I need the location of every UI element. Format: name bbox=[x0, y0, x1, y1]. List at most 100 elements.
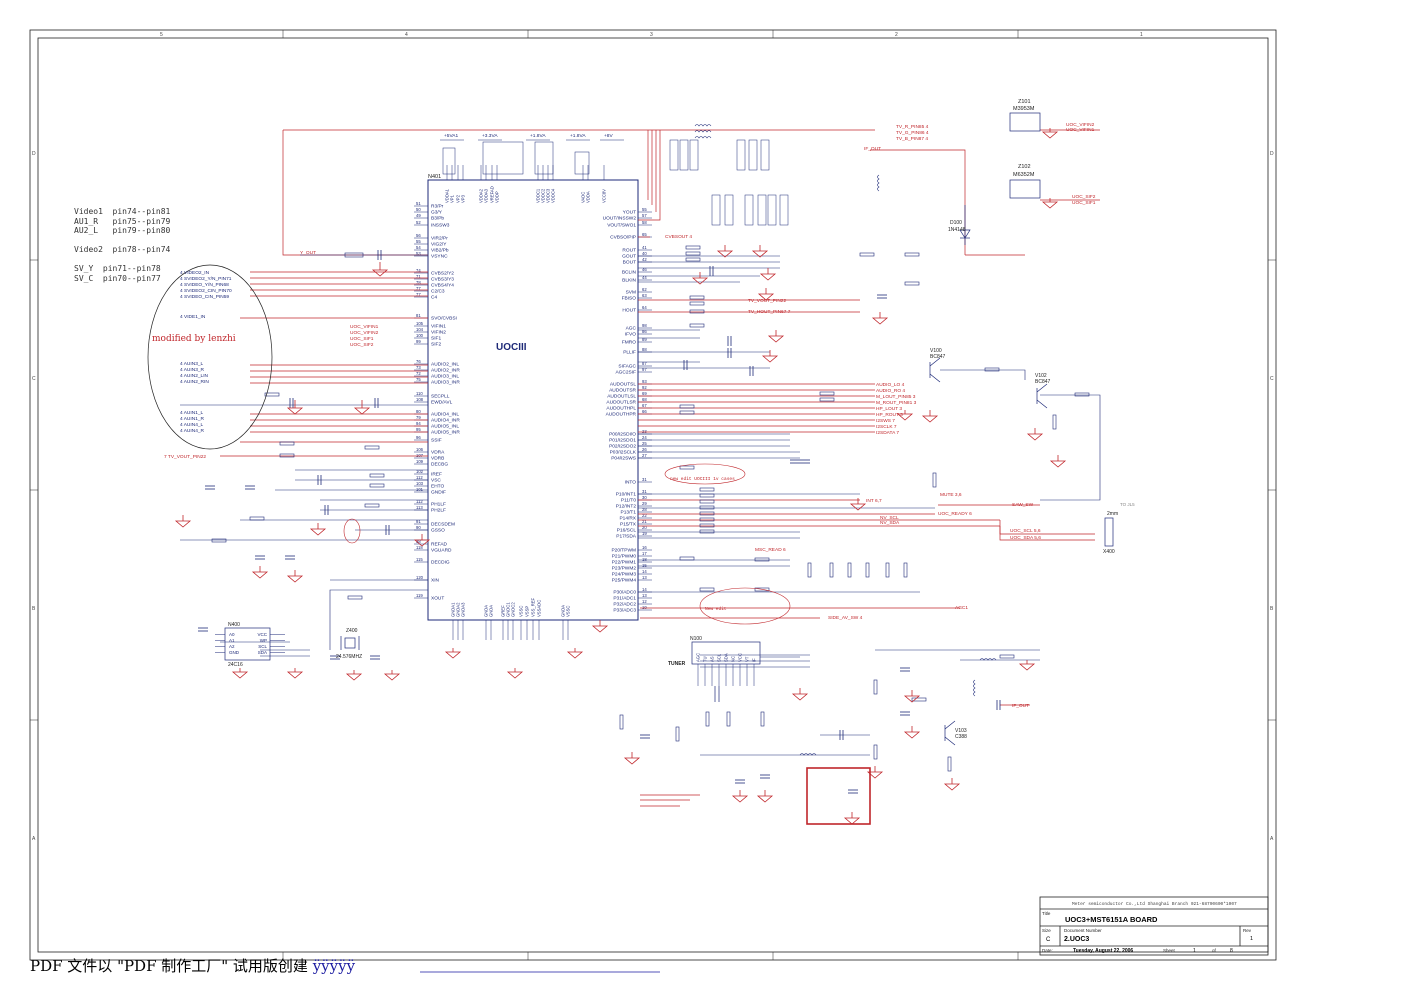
modified-note: modified by lenzhi bbox=[152, 334, 236, 344]
ic-pin-number: 88 bbox=[642, 347, 647, 352]
ic-pin-name: VDRB bbox=[431, 456, 444, 462]
size-value: C bbox=[1046, 937, 1051, 943]
svg-text:A: A bbox=[1270, 836, 1274, 842]
ic-pin-number: 77 bbox=[416, 292, 421, 297]
ic-pin-name: SVO/CVBSI bbox=[431, 316, 457, 322]
ic-pin-number: 26 bbox=[642, 447, 647, 452]
right-signal-label: MUTE 3,6 bbox=[940, 492, 962, 498]
note-line: Video2 pin78--pin74 bbox=[74, 245, 171, 254]
ic-pin-number: 90 bbox=[416, 525, 421, 530]
sheet-label: Sheet bbox=[1163, 948, 1176, 953]
ic-pin-name: AUDIO4_INL bbox=[431, 412, 459, 418]
note-line: SV_Y pin71--pin78 bbox=[74, 264, 161, 273]
power-rail-label: +3.3VA bbox=[482, 133, 498, 139]
svg-text:M6352M: M6352M bbox=[1013, 172, 1035, 178]
ic-pin-name: P15/TX bbox=[620, 522, 637, 528]
ic-pin-name: VP2 bbox=[456, 194, 461, 203]
ic-pin-number: 69 bbox=[642, 391, 647, 396]
ic-pin-number: 63 bbox=[642, 293, 647, 298]
right-signal-label: M_LOUT_PIN85 3 bbox=[876, 394, 916, 400]
ic-pin-number: 22 bbox=[642, 513, 647, 518]
highlight-box bbox=[806, 767, 871, 825]
crystal-z400: Z400 24.576MHZ bbox=[336, 628, 362, 660]
ic-pin-number: 62 bbox=[642, 287, 647, 292]
note-line: Video1 pin74--pin81 bbox=[74, 207, 171, 216]
ic-pin-name: GNDA bbox=[484, 605, 489, 617]
right-signal-label: IF_OUT bbox=[864, 146, 881, 152]
svg-text:Z102: Z102 bbox=[1018, 164, 1031, 170]
power-rail-label: +5VA1 bbox=[444, 133, 459, 139]
right-signal-label: SAW_SW bbox=[1012, 502, 1034, 508]
ic-pin-name: BCLIN bbox=[622, 270, 637, 276]
ic-pin-name: AGC2SIF bbox=[615, 370, 636, 376]
ic-pin-number: 13 bbox=[642, 575, 647, 580]
note-line: AU1_R pin75--pin79 bbox=[74, 216, 171, 226]
ic-pin-name: P11/T0 bbox=[621, 498, 636, 504]
red-signal-label: UOC_VIFIN1 bbox=[350, 324, 379, 330]
new-edit-note-2: New edit bbox=[705, 606, 727, 612]
ic-pin-name: P24/PWM3 bbox=[612, 572, 637, 578]
ic-pin-name: VP1 bbox=[450, 194, 455, 203]
svg-text:C: C bbox=[32, 376, 36, 382]
ic-pin-number: 106 bbox=[416, 447, 424, 452]
svg-text:1N4148: 1N4148 bbox=[948, 227, 966, 233]
red-signal-label: UOC_SIF1 bbox=[350, 336, 374, 342]
left-signal-label: 4 SVIDEO2_Y/N_PIN71 bbox=[180, 276, 232, 282]
ic-pin-number: 55 bbox=[642, 207, 647, 212]
note-line bbox=[74, 255, 170, 265]
ic-pin-number: 96 bbox=[416, 435, 421, 440]
ic-pin-number: 14 bbox=[642, 587, 647, 592]
annotation-ellipse-2 bbox=[699, 587, 791, 625]
ic-pin-name: AUDIO4_INR bbox=[431, 418, 460, 424]
svg-text:X400: X400 bbox=[1103, 549, 1115, 555]
ic-pin-number: 74 bbox=[416, 268, 421, 273]
eeprom-pin: VCC bbox=[257, 632, 267, 637]
ic-pin-name: CVBS3/Y3 bbox=[431, 277, 454, 283]
ic-pin-name: VSC bbox=[431, 478, 441, 484]
ic-pin-name: PH1LF bbox=[431, 502, 446, 508]
ic-pin-name: P21/PWM0 bbox=[612, 554, 637, 560]
ic-pin-name: P33/ADC3 bbox=[613, 608, 636, 614]
ic-pin-name: REFAD bbox=[431, 542, 448, 548]
date-label: Date: bbox=[1042, 948, 1053, 953]
rev-label: Rev bbox=[1243, 928, 1252, 933]
ic-pin-name: SVM bbox=[626, 290, 636, 296]
ic-pin-name: CVBSO/PIP bbox=[610, 235, 636, 241]
right-signal-labels: TV_R_PIN85 4TV_G_PIN86 4TV_B_PIN87 4IF_O… bbox=[665, 122, 1096, 709]
outer-frame bbox=[29, 29, 1277, 961]
svg-text:BC847: BC847 bbox=[1035, 379, 1051, 385]
ic-pin-name: UOUT/INSSW2 bbox=[603, 216, 637, 222]
ic-pin-name: VDDA2 bbox=[479, 188, 484, 203]
svg-text:24.576MHZ: 24.576MHZ bbox=[336, 654, 362, 660]
svg-text:D: D bbox=[1270, 151, 1274, 157]
svg-text:5: 5 bbox=[160, 32, 163, 38]
svg-text:2mm: 2mm bbox=[1107, 511, 1118, 517]
blue-wires bbox=[180, 254, 1101, 756]
ic-pin-number: 31 bbox=[642, 477, 647, 482]
left-signal-label: 7 TV_VOUT_PIN22 bbox=[164, 454, 206, 460]
svg-text:2: 2 bbox=[895, 32, 898, 38]
power-rail-label: +1.8VA bbox=[570, 133, 586, 139]
resistors bbox=[211, 245, 1090, 772]
left-signal-label: 4 SVIDEO_CIN_PIN59 bbox=[180, 294, 229, 300]
eeprom-pin: SDA bbox=[258, 650, 267, 655]
ic-pin-number: 16 bbox=[642, 545, 647, 550]
ic-pin-name: DECSDEM bbox=[431, 522, 455, 528]
footer-link[interactable]: ÿÿÿÿÿ bbox=[312, 957, 356, 975]
ic-pin-number: 115 bbox=[416, 557, 423, 562]
ic-pin-number: 100 bbox=[416, 333, 424, 338]
ic-uociii: N401 UOCIII 51R3/Pr50G3/Y49B3/Pb52INSSW3… bbox=[414, 165, 652, 640]
ic-pin-number: 108 bbox=[416, 397, 424, 402]
ic-pin-name: VDDP bbox=[495, 191, 500, 203]
ic-pin-name: SIFAGC bbox=[618, 364, 636, 370]
left-signal-label: 4 SVIDEO2_CIN_PIN70 bbox=[180, 288, 232, 294]
ic-pin-name: EHTO bbox=[431, 484, 445, 490]
right-signal-label: HP_LOUT 3 bbox=[876, 406, 902, 412]
ic-pin-name: AUDOUTSL bbox=[610, 382, 636, 388]
left-signal-label: 4 AUIN1_L bbox=[180, 410, 204, 416]
ic-pin-number: 119 bbox=[416, 593, 423, 598]
tuner-pin: SDA bbox=[724, 653, 729, 662]
ic-pin-name: VIR2/Pr bbox=[431, 236, 448, 242]
